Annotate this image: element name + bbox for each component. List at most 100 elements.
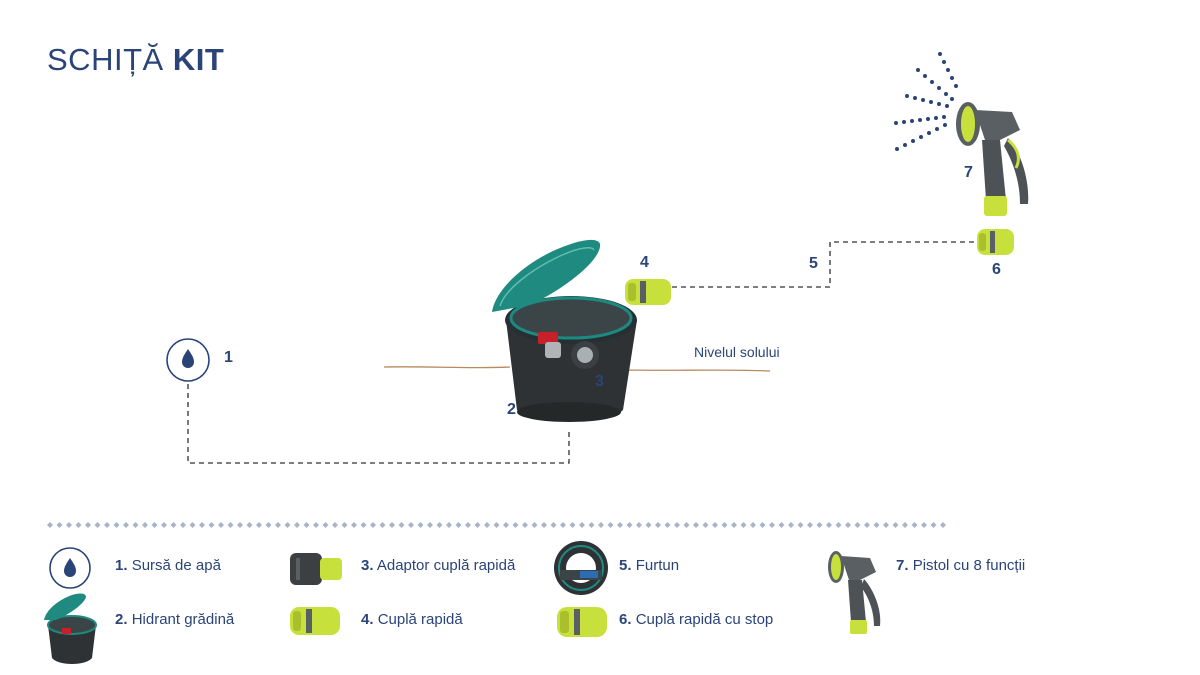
separator-dot (75, 522, 82, 528)
legend-label: Cuplă rapidă (377, 611, 463, 628)
separator-dot (778, 522, 785, 528)
separator-dot (797, 522, 804, 528)
separator-dot (332, 522, 338, 528)
separator-dot (816, 522, 823, 528)
legend-label: Adaptor cuplă rapidă (376, 557, 516, 574)
separator-dot (569, 522, 576, 528)
separator-dot (436, 522, 443, 528)
separator-dot (180, 522, 186, 528)
separator-dot (379, 522, 386, 528)
legend-item-coupling: 4. Cuplă rapidă (361, 611, 463, 628)
water-source-icon (166, 338, 210, 382)
separator-dot (275, 522, 281, 528)
separator-dot (322, 522, 329, 528)
step-number-hose: 5 (809, 255, 818, 272)
dashed-line-coupling-to-stop (672, 241, 980, 288)
legend-number: 3. (361, 557, 374, 574)
separator-dot (541, 522, 547, 528)
separator-dot (769, 522, 775, 528)
separator-dot (189, 522, 196, 528)
separator-dot (512, 522, 519, 528)
separator-dot (883, 522, 889, 528)
separator-dot (56, 522, 63, 528)
separator-dot (85, 522, 91, 528)
separator-dot (854, 522, 861, 528)
separator-dot (930, 522, 937, 528)
legend-hose-reel-icon (554, 541, 608, 595)
legend-spray-gun-icon (828, 551, 881, 634)
separator-dot (265, 522, 272, 528)
legend-water-drop-icon (49, 547, 91, 589)
stop-coupling-icon (977, 229, 1014, 255)
spray-row-5 (895, 123, 947, 151)
separator-dot (370, 522, 376, 528)
step-number-coupling: 4 (640, 254, 649, 271)
dotted-separator (47, 522, 946, 528)
legend-item-hydrant: 2. Hidrant grădină (115, 611, 234, 628)
separator-dot (455, 522, 462, 528)
legend-label: Cuplă rapidă cu stop (635, 611, 774, 628)
step-number-hydrant: 2 (507, 401, 516, 418)
separator-dot (940, 522, 946, 528)
separator-dot (237, 522, 243, 528)
separator-dot (892, 522, 899, 528)
separator-dot (161, 522, 167, 528)
separator-dot (47, 522, 53, 528)
separator-dot (113, 522, 120, 528)
separator-dot (683, 522, 690, 528)
separator-dot (132, 522, 139, 528)
separator-dot (636, 522, 642, 528)
separator-dot (845, 522, 851, 528)
separator-dot (503, 522, 509, 528)
legend-number: 4. (361, 611, 374, 628)
separator-dot (740, 522, 747, 528)
separator-dot (807, 522, 813, 528)
separator-dot (702, 522, 709, 528)
separator-dot (218, 522, 224, 528)
title-light: SCHIȚĂ (47, 42, 164, 77)
ground-level-label: Nivelul solului (694, 344, 780, 360)
separator-dot (588, 522, 595, 528)
separator-dot (731, 522, 737, 528)
separator-dot (550, 522, 557, 528)
separator-dot (417, 522, 424, 528)
legend-number: 7. (896, 557, 909, 574)
legend-item-stop-coupling: 6. Cuplă rapidă cu stop (619, 611, 773, 628)
step-number-water-source: 1 (224, 349, 233, 366)
legend-number: 6. (619, 611, 632, 628)
separator-dot (170, 522, 177, 528)
separator-dot (911, 522, 918, 528)
separator-dot (389, 522, 395, 528)
spray-row-2 (916, 68, 954, 101)
separator-dot (607, 522, 614, 528)
separator-dot (94, 522, 101, 528)
separator-dot (294, 522, 300, 528)
separator-dot (873, 522, 880, 528)
separator-dot (693, 522, 699, 528)
legend-item-water-source: 1. Sursă de apă (115, 557, 221, 574)
separator-dot (256, 522, 262, 528)
dashed-line-source-to-hydrant (187, 384, 570, 464)
separator-dot (721, 522, 728, 528)
separator-dot (104, 522, 110, 528)
legend-garden-hydrant-icon (44, 593, 97, 664)
separator-dot (921, 522, 927, 528)
separator-dot (246, 522, 253, 528)
separator-dot (227, 522, 234, 528)
separator-dot (655, 522, 661, 528)
separator-dot (341, 522, 348, 528)
separator-dot (465, 522, 471, 528)
separator-dot (208, 522, 215, 528)
legend-label: Furtun (635, 557, 680, 574)
separator-dot (398, 522, 405, 528)
legend-item-hose: 5. Furtun (619, 557, 679, 574)
legend-stop-coupling-icon (557, 607, 607, 637)
page-title: SCHIȚĂ KIT (47, 42, 224, 78)
separator-dot (484, 522, 490, 528)
separator-dot (123, 522, 129, 528)
separator-dot (408, 522, 414, 528)
separator-dot (303, 522, 310, 528)
separator-dot (427, 522, 433, 528)
separator-dot (835, 522, 842, 528)
